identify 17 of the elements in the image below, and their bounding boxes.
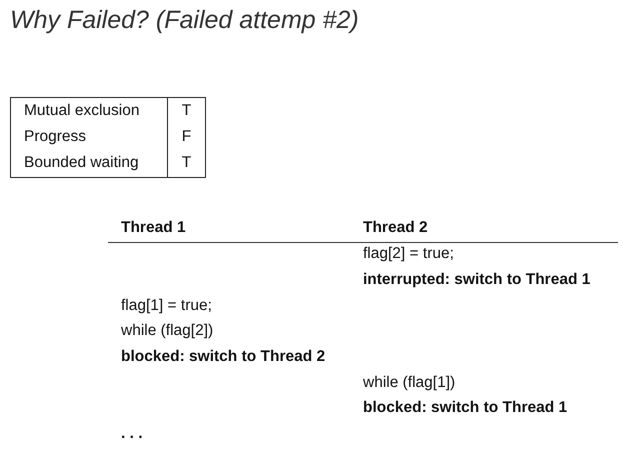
slide-title: Why Failed? (Failed attemp #2) (10, 6, 359, 35)
table-cell: Progress (24, 127, 86, 147)
column-header: Thread 2 (363, 218, 428, 238)
table-cell-text: T (180, 153, 192, 173)
status-note: blocked: switch to Thread 1 (363, 398, 568, 418)
code-line: flag[2] = true; (363, 244, 454, 264)
table-cell: Bounded waiting (24, 153, 139, 173)
code-line: while (flag[1]) (363, 373, 456, 393)
table-cell: Mutual exclusion (24, 101, 140, 121)
column-header: Thread 1 (121, 218, 186, 238)
code-line: while (flag[2]) (121, 321, 214, 341)
ellipsis: . . . (121, 424, 143, 444)
table-cell-text: T (180, 101, 192, 121)
status-note: blocked: switch to Thread 2 (121, 347, 326, 367)
table-cell-text: F (180, 127, 192, 147)
code-line: flag[1] = true; (121, 296, 212, 316)
status-note: interrupted: switch to Thread 1 (363, 270, 590, 290)
